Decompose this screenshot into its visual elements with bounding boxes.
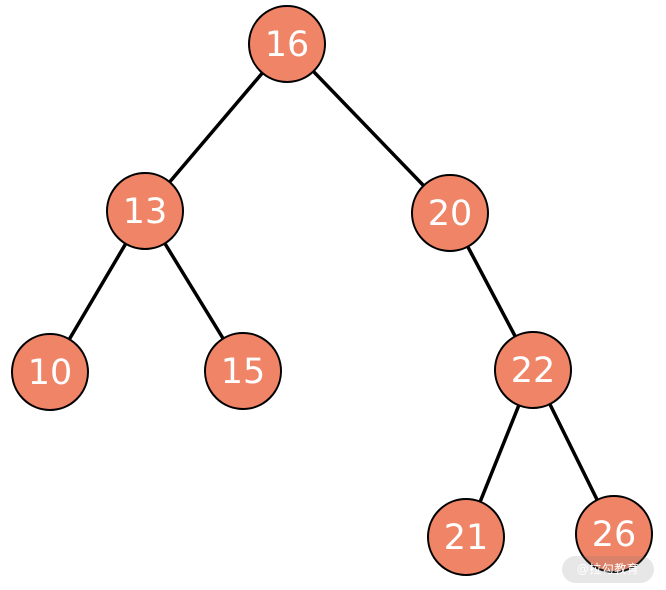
- tree-node: 10: [11, 333, 89, 411]
- tree-node: 26: [575, 495, 653, 573]
- tree-node-label: 13: [123, 192, 168, 232]
- tree-node-label: 16: [265, 25, 310, 65]
- tree-node-circle: [494, 331, 572, 409]
- tree-node-label: 15: [221, 352, 266, 392]
- tree-nodes: 16 13 20 10 15 22 21 26: [11, 5, 653, 576]
- tree-node: 16: [248, 5, 326, 83]
- tree-node-circle: [11, 333, 89, 411]
- tree-node-circle: [575, 495, 653, 573]
- tree-node-circle: [427, 498, 505, 576]
- tree-node-circle: [204, 332, 282, 410]
- tree-node-circle: [411, 174, 489, 252]
- tree-node-label: 22: [511, 351, 556, 391]
- tree-node-label: 26: [592, 515, 637, 555]
- tree-node: 13: [106, 172, 184, 250]
- tree-node-label: 10: [28, 353, 73, 393]
- tree-node-circle: [248, 5, 326, 83]
- tree-node-label: 20: [428, 194, 473, 234]
- tree-node: 15: [204, 332, 282, 410]
- tree-node-label: 21: [444, 518, 489, 558]
- tree-node-circle: [106, 172, 184, 250]
- watermark: @拉勾教育: [562, 556, 654, 583]
- tree-node: 20: [411, 174, 489, 252]
- tree-node: 21: [427, 498, 505, 576]
- tree-edges: [48, 42, 616, 539]
- tree-edge: [285, 42, 452, 215]
- tree-node: 22: [494, 331, 572, 409]
